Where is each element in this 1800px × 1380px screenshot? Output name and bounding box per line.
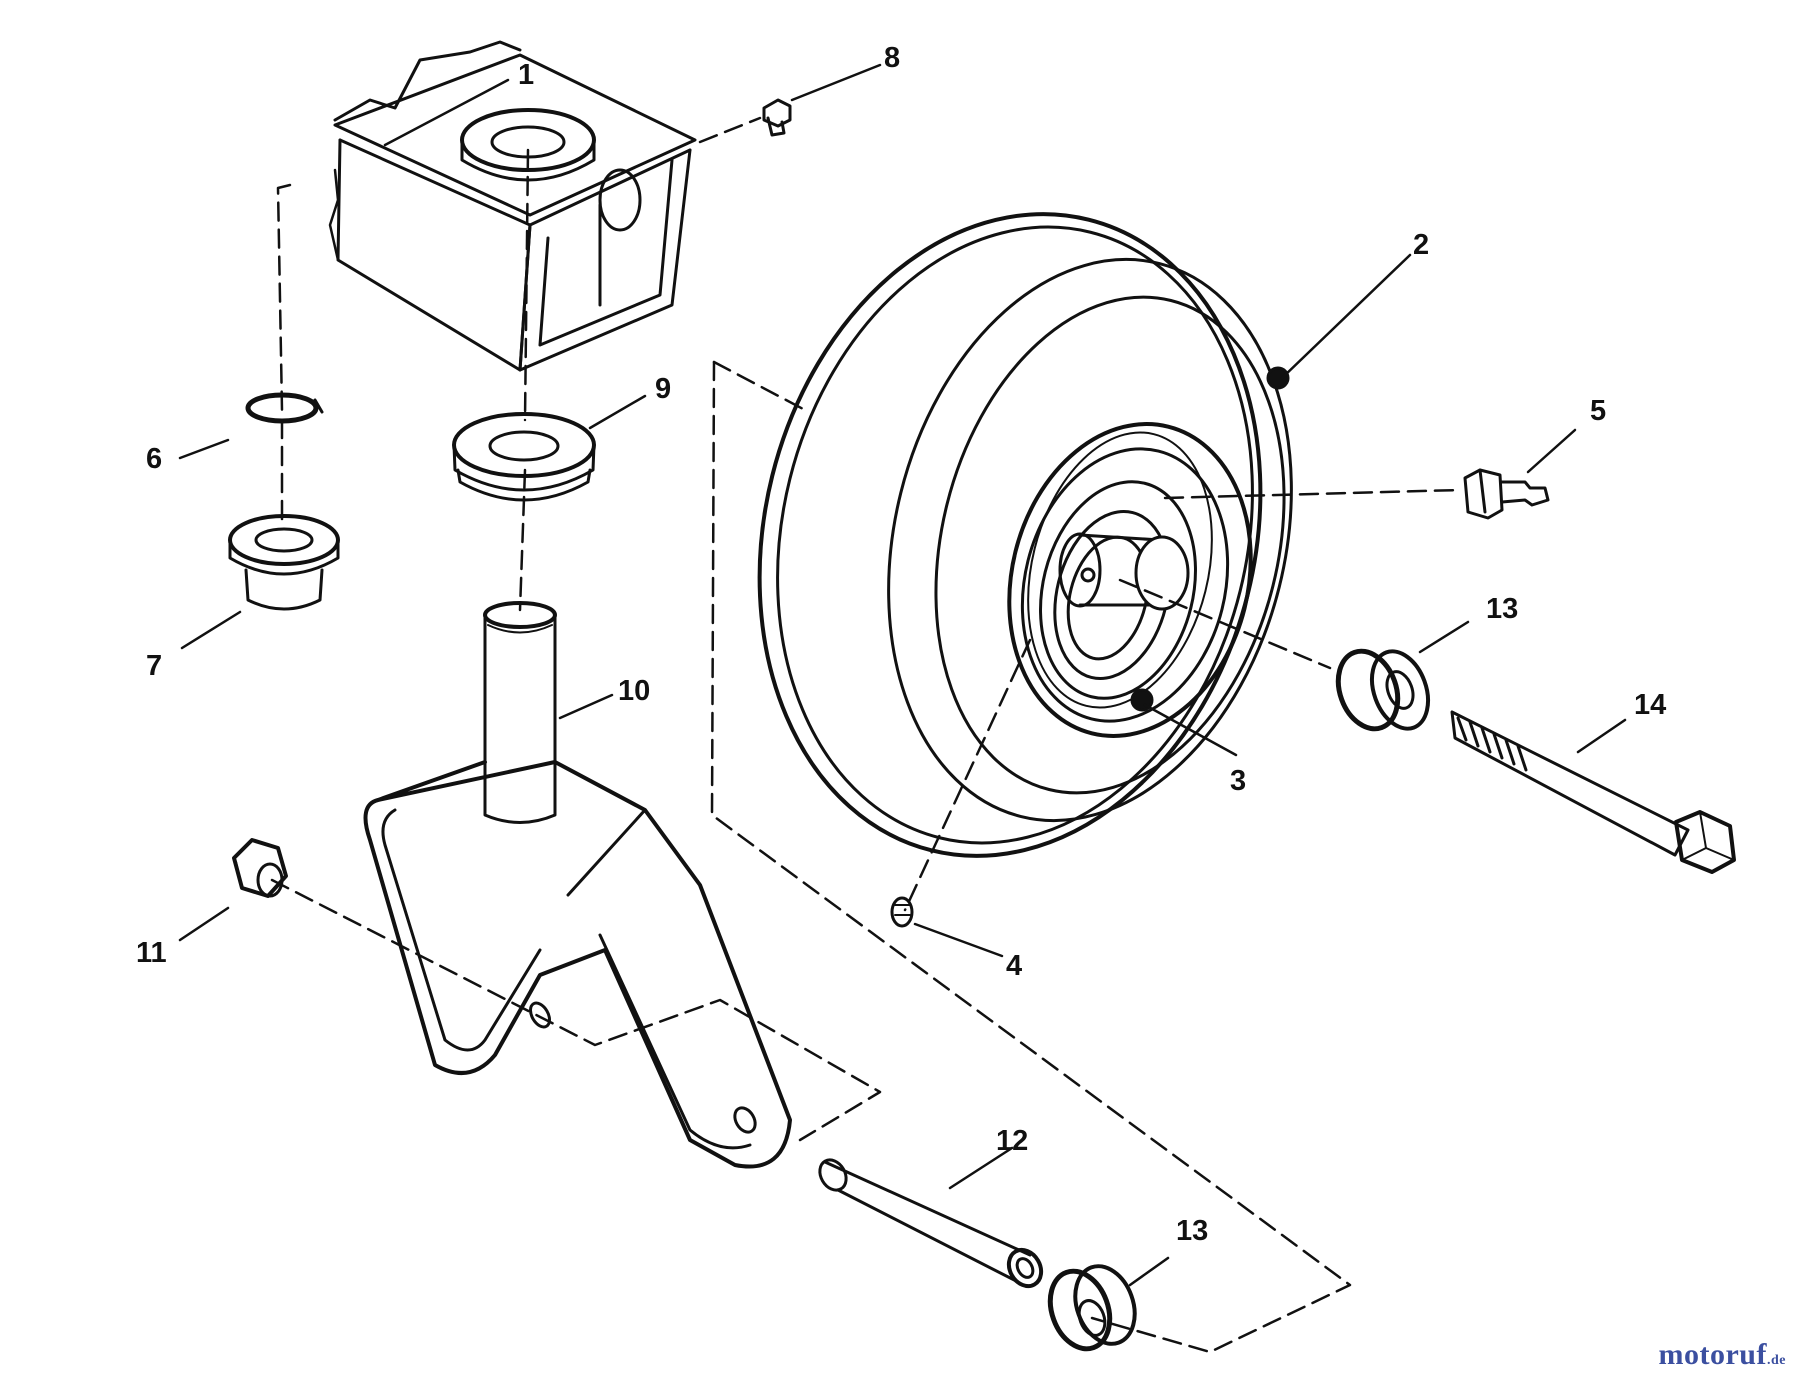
callout-9: 9 bbox=[655, 373, 671, 405]
callout-7: 7 bbox=[146, 650, 162, 682]
part-11-hex-nut bbox=[232, 838, 288, 898]
part-10-caster-fork bbox=[363, 601, 792, 1169]
callout-13-lower: 13 bbox=[1176, 1215, 1208, 1247]
callout-11: 11 bbox=[136, 937, 167, 969]
callout-8: 8 bbox=[884, 42, 900, 74]
callout-4: 4 bbox=[1006, 950, 1022, 982]
callout-12: 12 bbox=[996, 1125, 1028, 1157]
watermark-suffix: .de bbox=[1767, 1353, 1786, 1368]
callout-6: 6 bbox=[146, 443, 162, 475]
watermark-logo: motoruf.de bbox=[1659, 1338, 1786, 1372]
part-4-grease-fitting bbox=[890, 896, 914, 928]
part-14-bolt bbox=[1450, 710, 1736, 874]
callout-labels: 1 2 3 4 5 6 7 8 9 10 11 12 13 13 14 bbox=[136, 42, 1666, 1247]
callout-3: 3 bbox=[1230, 765, 1246, 797]
part-1-pivot-bracket bbox=[328, 40, 697, 372]
leader-lines bbox=[178, 63, 1627, 1287]
part-7-flange-bushing bbox=[228, 514, 340, 611]
callout-1: 1 bbox=[518, 59, 534, 91]
part-13-bushing-lower bbox=[1047, 1264, 1137, 1352]
part-8-grease-fitting bbox=[762, 98, 792, 137]
callout-5: 5 bbox=[1590, 395, 1606, 427]
assembly-dash-lines bbox=[270, 116, 1462, 1354]
callout-2: 2 bbox=[1413, 229, 1429, 261]
watermark-brand: motoruf bbox=[1658, 1338, 1767, 1371]
part-6-retaining-ring bbox=[245, 392, 324, 424]
part-13-bushing-upper bbox=[1335, 648, 1431, 732]
callout-14: 14 bbox=[1634, 689, 1666, 721]
callout-13-upper: 13 bbox=[1486, 593, 1518, 625]
part-3-wheel-rim bbox=[1007, 422, 1253, 738]
part-5-zerk bbox=[1463, 468, 1550, 520]
callout-10: 10 bbox=[618, 675, 650, 707]
part-12-spacer-tube bbox=[818, 1158, 1044, 1289]
